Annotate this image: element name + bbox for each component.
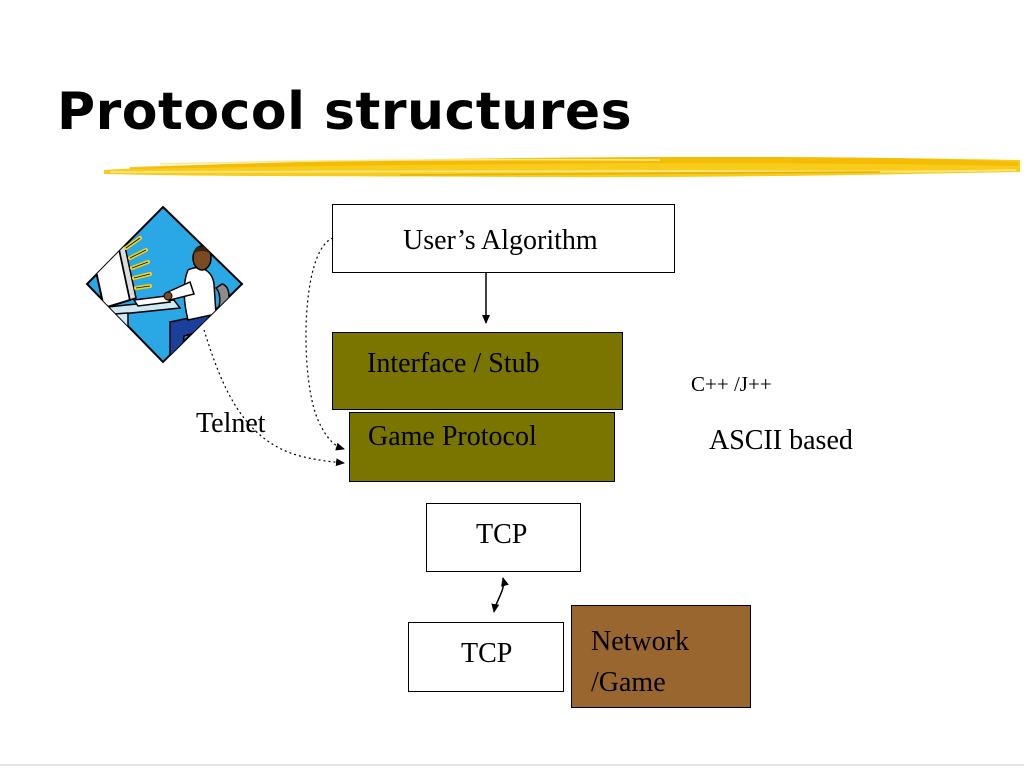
users-algorithm-label: User’s Algorithm <box>403 225 598 256</box>
person-at-computer-icon <box>85 205 244 364</box>
tcp-server-label: TCP <box>461 638 513 669</box>
interface-stub-box: Interface / Stub <box>332 332 623 410</box>
telnet-dotted-arrow <box>203 329 345 467</box>
network-game-box: Network /Game <box>571 605 751 708</box>
slide-title: Protocol structures <box>57 82 633 142</box>
game-protocol-label: Game Protocol <box>368 421 537 452</box>
tcp-to-tcp-double-arrow <box>491 577 509 613</box>
network-game-label-line2: /Game <box>591 667 666 698</box>
algorithm-to-game-protocol-dotted-arrow <box>305 237 345 451</box>
interface-stub-label: Interface / Stub <box>367 348 540 379</box>
network-game-label-line1: Network <box>591 626 689 657</box>
tcp-server-box: TCP <box>408 622 564 692</box>
languages-label: C++ /J++ <box>691 372 772 396</box>
title-underline-stroke <box>104 156 1020 178</box>
tcp-client-label: TCP <box>476 519 528 550</box>
footer-divider <box>0 764 1024 766</box>
telnet-label: Telnet <box>196 408 266 439</box>
users-algorithm-box: User’s Algorithm <box>332 204 675 273</box>
ascii-based-label: ASCII based <box>709 425 853 456</box>
game-protocol-box: Game Protocol <box>349 412 615 482</box>
tcp-client-box: TCP <box>426 503 581 572</box>
